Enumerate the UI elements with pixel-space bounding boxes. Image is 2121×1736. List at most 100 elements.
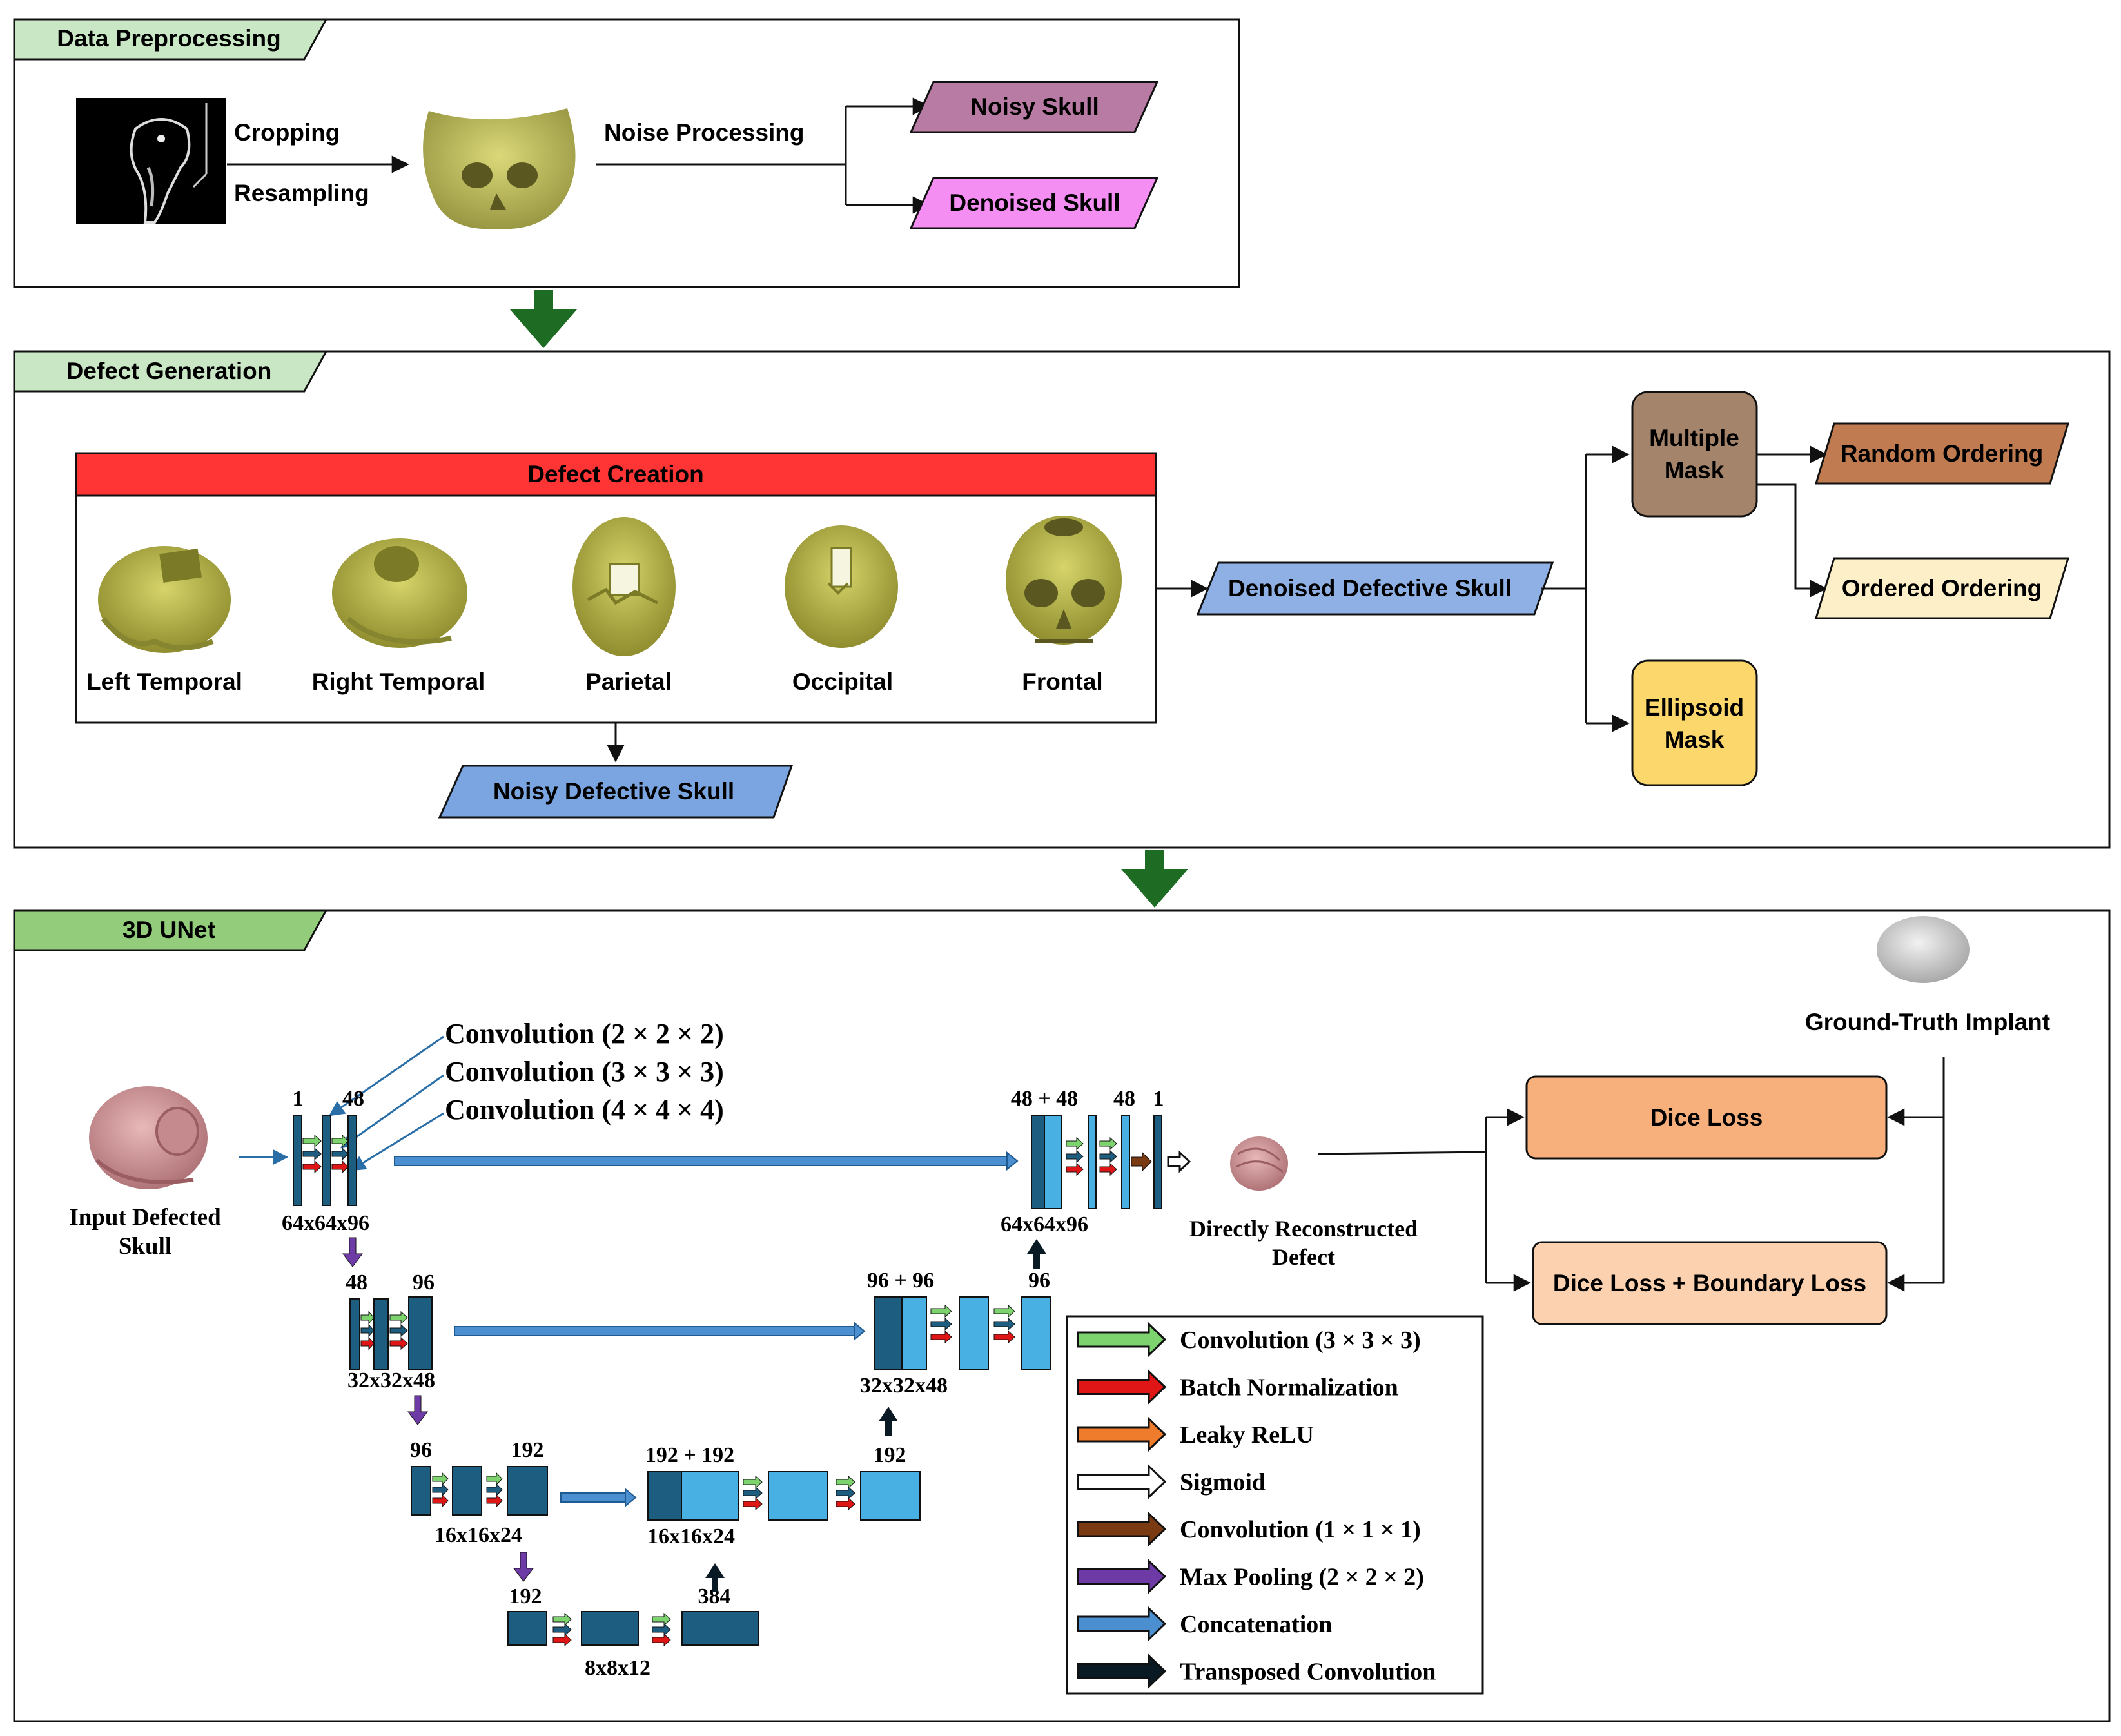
cropping-label: Cropping [234, 119, 340, 146]
l2-in-channels: 48 [346, 1271, 367, 1294]
unet-tab [13, 909, 328, 951]
legend-arrow-5 [1077, 1558, 1167, 1595]
multiple-mask-box [1631, 391, 1758, 518]
unet-title: 3D UNet [122, 917, 215, 943]
ellipsoid-mask-line1: Ellipsoid [1645, 694, 1744, 721]
noise-processing-label: Noise Processing [604, 119, 805, 146]
l3-in-channels: 96 [410, 1438, 432, 1462]
d1-cat-channels: 48 + 48 [1011, 1087, 1078, 1111]
pool-arrow-2 [407, 1395, 428, 1425]
l2-out-channels: 96 [413, 1271, 435, 1294]
skull-label-left-temporal: Left Temporal [86, 668, 242, 695]
dice-boundary-loss-label: Dice Loss + Boundary Loss [1553, 1270, 1866, 1296]
occipital-skull [785, 525, 898, 648]
l3-out-channels: 192 [511, 1438, 544, 1462]
d3-out-channels: 192 [874, 1443, 906, 1467]
conv-pointer-3 [349, 1112, 444, 1171]
legend-label-4: Convolution (1 × 1 × 1) [1180, 1516, 1421, 1543]
ellipsoid-mask-line2: Mask [1665, 727, 1725, 753]
ellipsoid-mask-box [1631, 659, 1758, 786]
defect-generation-tab [13, 350, 328, 393]
decoder-level-3 [647, 1471, 921, 1521]
denoised-defective-skull-label: Denoised Defective Skull [1228, 575, 1512, 601]
upconv-arrow-2 [879, 1407, 898, 1436]
legend-arrow-2 [1077, 1416, 1167, 1452]
legend-label-5: Max Pooling (2 × 2 × 2) [1180, 1564, 1424, 1591]
to-ordered-ordering-arrow [1757, 483, 1828, 598]
resampling-label: Resampling [234, 180, 369, 206]
random-ordering-box [1814, 422, 2070, 485]
input-label-line2: Skull [119, 1233, 171, 1260]
output-label-line1: Directly Reconstructed [1189, 1216, 1418, 1242]
d2-out-channels: 96 [1028, 1269, 1050, 1292]
l3-size: 16x16x24 [435, 1523, 522, 1547]
upconv-arrow-3 [705, 1563, 725, 1592]
conv-pointer-2 [340, 1074, 444, 1149]
ground-truth-label: Ground-Truth Implant [1805, 1009, 2050, 1035]
d1-out-channels: 1 [1153, 1087, 1164, 1111]
conv-pointer-1 [329, 1035, 444, 1117]
input-skull-render [89, 1086, 208, 1189]
legend-label-2: Leaky ReLU [1180, 1421, 1314, 1448]
left-temporal-skull [98, 546, 231, 653]
stage-down-arrow-1 [510, 290, 577, 348]
legend-arrow-0 [1077, 1322, 1167, 1358]
l1-in-channels: 1 [293, 1087, 304, 1111]
preprocessing-tab [13, 18, 328, 61]
skip-connection-3 [560, 1492, 626, 1503]
noisy-skull-box [909, 81, 1159, 133]
preprocessing-section: Data Preprocessing Cropping Resampling N… [13, 18, 1240, 288]
legend-arrow-6 [1077, 1606, 1167, 1642]
input-label-line1: Input Defected [69, 1204, 221, 1231]
right-temporal-skull [332, 538, 467, 648]
d1-size: 64x64x96 [1001, 1213, 1088, 1236]
conv-annotation-2: Convolution (2 × 2 × 2) [445, 1018, 724, 1049]
unet-section: 3D UNet Input Defected Skull Convolution… [13, 909, 2111, 1722]
decoder-level-2 [874, 1296, 1051, 1370]
multiple-mask-line1: Multiple [1649, 425, 1739, 451]
legend-label-3: Sigmoid [1180, 1469, 1266, 1496]
legend-arrow-1 [1077, 1369, 1167, 1405]
defect-generation-title: Defect Generation [66, 358, 272, 384]
dice-loss-box [1525, 1075, 1888, 1160]
d3-size: 16x16x24 [647, 1525, 735, 1548]
denoised-defective-skull-box [1196, 561, 1554, 616]
pool-arrow-1 [342, 1237, 363, 1267]
skull-label-parietal: Parietal [585, 668, 672, 695]
dice-boundary-loss-box [1532, 1241, 1888, 1325]
legend: Convolution (3 × 3 × 3) Batch Normalizati… [1066, 1315, 1484, 1695]
ordered-ordering-box [1814, 557, 2070, 619]
denoised-skull-label: Denoised Skull [949, 190, 1120, 216]
legend-arrow-7 [1077, 1653, 1167, 1690]
noisy-defective-skull-label: Noisy Defective Skull [493, 778, 734, 805]
skull-label-right-temporal: Right Temporal [312, 668, 485, 695]
dice-loss-label: Dice Loss [1650, 1104, 1763, 1131]
ct-scan-image [76, 98, 226, 224]
encoder-level-1 [293, 1115, 357, 1206]
noisy-skull-label: Noisy Skull [970, 93, 1099, 120]
l2-size: 32x32x48 [347, 1369, 435, 1392]
legend-label-1: Batch Normalization [1180, 1374, 1398, 1401]
stage-down-arrow-2 [1121, 850, 1188, 908]
conv-annotation-4: Convolution (4 × 4 × 4) [445, 1094, 724, 1126]
l4-size: 8x8x12 [585, 1656, 650, 1680]
l4-in-channels: 192 [509, 1585, 542, 1608]
output-defect-render [1230, 1136, 1288, 1191]
defect-creation-title: Defect Creation [527, 461, 703, 487]
skull-label-frontal: Frontal [1022, 668, 1102, 695]
legend-arrow-4 [1077, 1511, 1167, 1547]
encoder-level-3 [411, 1466, 548, 1516]
multiple-mask-line2: Mask [1665, 457, 1725, 483]
pool-arrow-3 [513, 1552, 534, 1582]
skull-label-occipital: Occipital [792, 668, 893, 695]
d2-cat-channels: 96 + 96 [867, 1269, 934, 1292]
ground-truth-implant-render [1877, 916, 1970, 983]
skip-connection-1 [394, 1156, 1008, 1166]
frontal-skull [1006, 516, 1122, 645]
ordered-ordering-label: Ordered Ordering [1842, 575, 2042, 601]
parietal-skull [572, 517, 676, 656]
d2-size: 32x32x48 [860, 1374, 948, 1398]
legend-label-0: Convolution (3 × 3 × 3) [1180, 1327, 1421, 1354]
decoder-level-1 [1031, 1115, 1191, 1209]
random-ordering-label: Random Ordering [1841, 440, 2044, 467]
